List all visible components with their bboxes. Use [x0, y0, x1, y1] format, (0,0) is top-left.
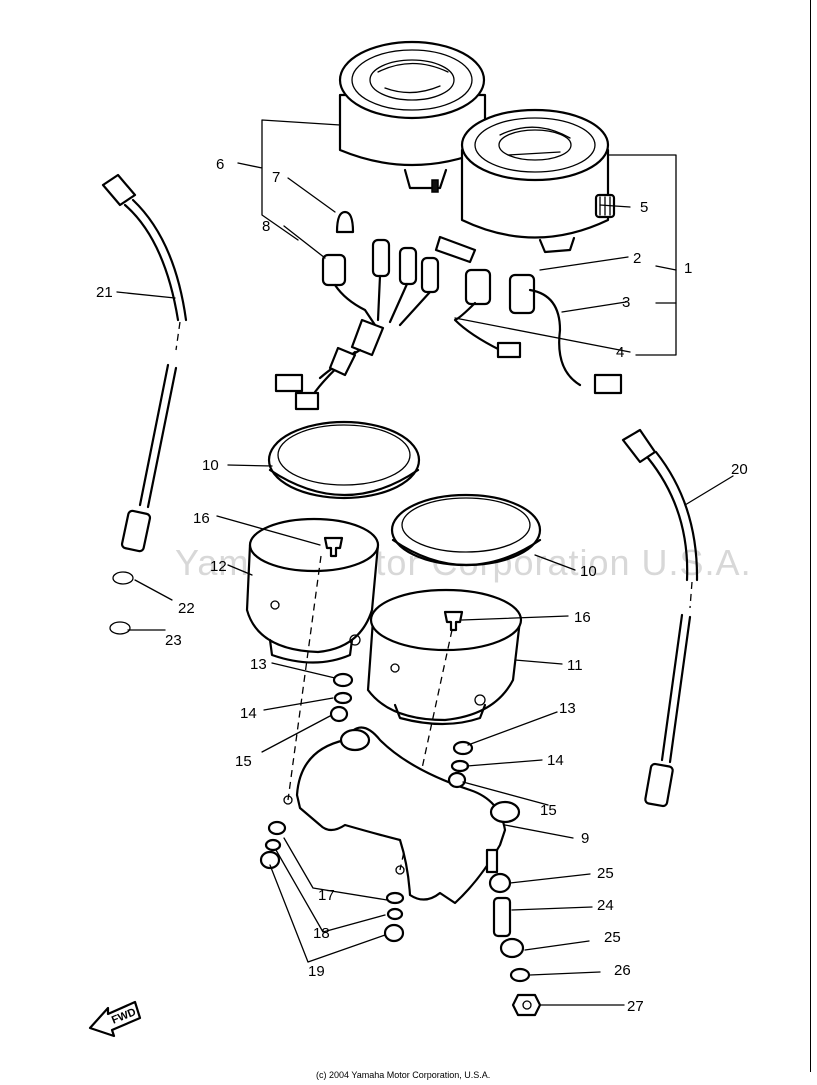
- callout-7: 7: [272, 169, 280, 186]
- callout-4: 4: [616, 344, 624, 361]
- harness-bulbs: [274, 210, 623, 411]
- callout-9: 9: [581, 830, 589, 847]
- callout-2: 2: [633, 250, 641, 267]
- callout-26: 26: [614, 962, 631, 979]
- right-meter-assembly: [460, 108, 616, 254]
- page-border: [810, 0, 811, 1072]
- callout-13-left: 13: [250, 656, 267, 673]
- callout-1: 1: [684, 260, 692, 277]
- callout-20: 20: [731, 461, 748, 478]
- callout-22: 22: [178, 600, 195, 617]
- callout-25-bottom: 25: [604, 929, 621, 946]
- callout-10-left: 10: [202, 457, 219, 474]
- callout-14-left: 14: [240, 705, 257, 722]
- meter-cable-20: [621, 428, 699, 808]
- hardware-grommets: [109, 571, 542, 1017]
- callout-15-left: 15: [235, 753, 252, 770]
- left-meter-assembly: [338, 40, 487, 193]
- screw-16-right: [443, 610, 464, 632]
- damper-left: [267, 420, 421, 500]
- callout-21: 21: [96, 284, 113, 301]
- callout-18: 18: [313, 925, 330, 942]
- callout-16-right: 16: [574, 609, 591, 626]
- callout-3: 3: [622, 294, 630, 311]
- callout-19: 19: [308, 963, 325, 980]
- copyright-text: (c) 2004 Yamaha Motor Corporation, U.S.A…: [316, 1070, 490, 1080]
- callout-10-right: 10: [580, 563, 597, 580]
- callout-15-right: 15: [540, 802, 557, 819]
- meter-case-11: [366, 588, 523, 726]
- callout-17: 17: [318, 887, 335, 904]
- callout-12: 12: [210, 558, 227, 575]
- callout-24: 24: [597, 897, 614, 914]
- meter-cable-21: [101, 173, 188, 553]
- damper-right: [390, 493, 542, 567]
- callout-11: 11: [567, 657, 583, 674]
- meter-case-12: [245, 517, 380, 664]
- screw-16-left: [323, 536, 344, 558]
- fwd-direction-arrow: FWD: [88, 1000, 142, 1038]
- callout-numbers: 1 2 3 4 5 6 7 8 9 10 10 11 12 13 13 14 1…: [96, 156, 748, 1015]
- leader-lines: [116, 119, 734, 1006]
- callout-13-right: 13: [559, 700, 576, 717]
- callout-5: 5: [640, 199, 648, 216]
- meter-bracket-9: [283, 726, 521, 905]
- callout-16-left: 16: [193, 510, 210, 527]
- callout-27: 27: [627, 998, 644, 1015]
- callout-14-right: 14: [547, 752, 564, 769]
- callout-8: 8: [262, 218, 270, 235]
- callout-23: 23: [165, 632, 182, 649]
- callout-6: 6: [216, 156, 224, 173]
- callout-25-top: 25: [597, 865, 614, 882]
